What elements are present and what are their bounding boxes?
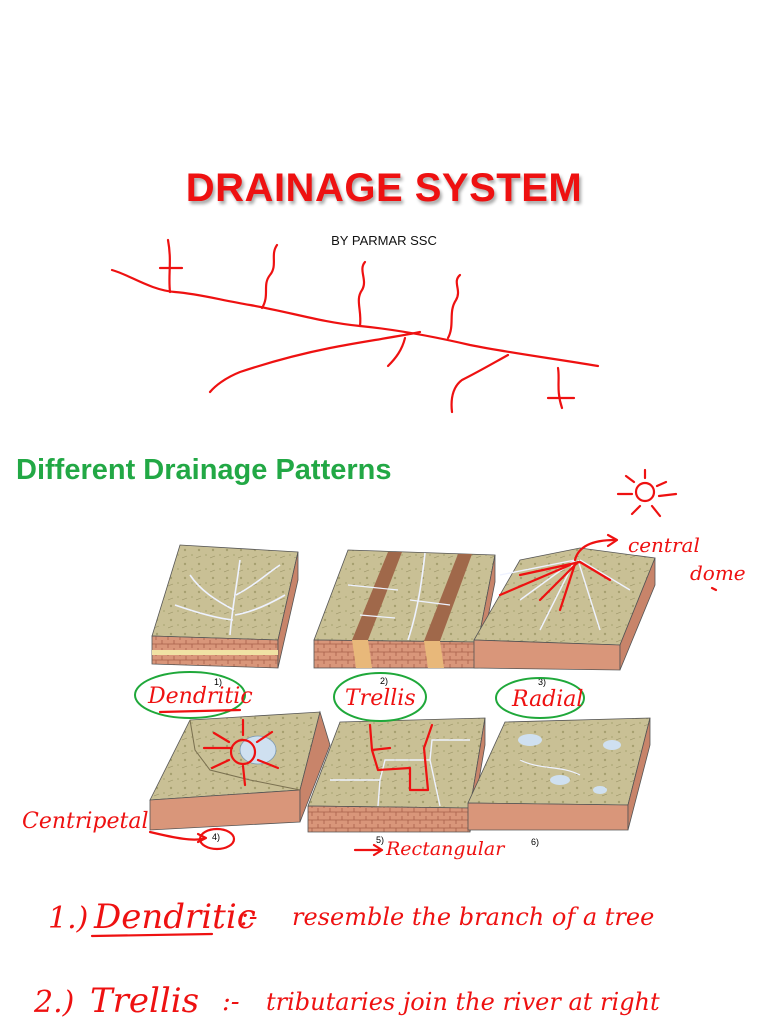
- figure-number-6: 6): [531, 837, 539, 847]
- circle-radial: [495, 677, 585, 719]
- label-radial: Radial: [511, 687, 583, 712]
- dendritic-sketch: [110, 238, 600, 414]
- slide-title: DRAINAGE SYSTEM: [185, 166, 583, 210]
- circle-trellis: [333, 672, 427, 722]
- figure-number-2: 2): [380, 676, 388, 686]
- svg-text:Dendritic: Dendritic: [93, 897, 256, 937]
- centripetal-doodle: [202, 718, 280, 787]
- sun-doodle: [616, 468, 678, 518]
- svg-text:resemble the branch of a tree: resemble the branch of a tree: [292, 903, 654, 931]
- svg-text::-: :-: [240, 902, 258, 932]
- label-dendritic: Dendritic: [147, 684, 253, 709]
- label-central: central: [628, 533, 700, 557]
- svg-text:2.): 2.): [33, 985, 74, 1020]
- arrow-central-dome: [573, 538, 617, 562]
- block-trellis: [313, 549, 496, 669]
- block-deranged: [467, 717, 651, 831]
- figure-number-4: 4): [212, 832, 220, 842]
- label-trellis: Trellis: [345, 686, 416, 711]
- label-centripetal: Centripetal: [22, 809, 149, 834]
- figure-number-3: 3): [538, 677, 546, 687]
- label-dome: dome: [690, 561, 746, 585]
- label-rectangular: Rectangular: [385, 838, 506, 860]
- svg-text:tributaries join the river at: tributaries join the river at right: [266, 988, 660, 1016]
- block-dendritic: [151, 544, 299, 669]
- section-heading: Different Drainage Patterns: [16, 454, 392, 486]
- svg-text:Trellis: Trellis: [90, 981, 199, 1021]
- block-centripetal: [149, 710, 331, 831]
- note-1: 1.) Dendritic :- resemble the branch of …: [48, 897, 654, 938]
- note-2: 2.) Trellis :- tributaries join the rive…: [33, 981, 660, 1021]
- figure-number-1: 1): [214, 677, 222, 687]
- svg-text:1.): 1.): [48, 901, 88, 936]
- figure-number-5: 5): [376, 835, 384, 845]
- slide-byline: BY PARMAR SSC: [331, 233, 437, 248]
- circle-dendritic: [134, 671, 246, 719]
- svg-text::-: :-: [222, 987, 240, 1017]
